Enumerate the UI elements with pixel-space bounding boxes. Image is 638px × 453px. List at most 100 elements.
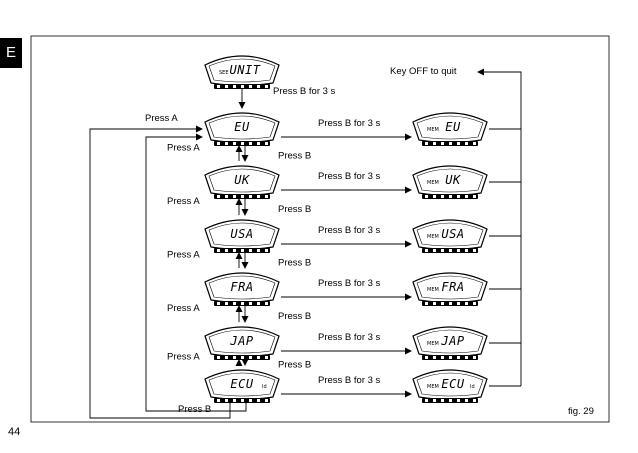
lcd-prefix: MEM: [427, 384, 439, 390]
lcd-segment: [457, 399, 460, 402]
lcd-segment: [265, 399, 268, 402]
lcd-segment: [465, 142, 468, 145]
label-press-a: Press A: [167, 250, 200, 261]
lcd-value: EU: [234, 120, 250, 134]
lcd-value: UK: [234, 173, 250, 187]
lcd-segment: [225, 302, 228, 305]
lcd-segment: [241, 356, 244, 359]
lcd-segment: [257, 85, 260, 88]
lcd-segment: [433, 195, 436, 198]
label-press-a: Press A: [167, 352, 200, 363]
lcd-segment: [457, 356, 460, 359]
lcd-segment: [257, 195, 260, 198]
lcd-segment: [473, 142, 476, 145]
label-press-b: Press B: [278, 311, 311, 322]
lcd-segment: [241, 399, 244, 402]
lcd-value: ECU: [441, 377, 464, 391]
lcd-prefix: SEE: [219, 70, 229, 76]
lcd-segment: [473, 302, 476, 305]
lcd-segment: [257, 302, 260, 305]
display-unit-4: JAP: [204, 326, 280, 360]
lcd-segment: [217, 85, 220, 88]
lcd-segment: [233, 142, 236, 145]
lcd-segment: [217, 302, 220, 305]
lcd-value: USA: [441, 227, 464, 241]
lcd-segment: [441, 399, 444, 402]
lcd-segment: [433, 249, 436, 252]
lcd-window: [208, 222, 276, 247]
label-press-b: Press B: [278, 151, 311, 162]
lcd-segment: [473, 356, 476, 359]
lcd-segment: [473, 249, 476, 252]
lcd-segment: [449, 249, 452, 252]
label-press-b-3s: Press B for 3 s: [318, 225, 381, 236]
lcd-segment: [449, 142, 452, 145]
lcd-segment: [257, 399, 260, 402]
label-press-b-loop: Press B: [178, 404, 211, 415]
lcd-segment: [233, 356, 236, 359]
lcd-segment: [449, 356, 452, 359]
lcd-segment: [249, 142, 252, 145]
display-unit-3: FRA: [204, 272, 280, 306]
lcd-segment: [265, 85, 268, 88]
label-press-a: Press A: [167, 196, 200, 207]
lcd-window: [416, 275, 484, 300]
lcd-segment: [441, 249, 444, 252]
lcd-segment: [473, 195, 476, 198]
figure-frame: [30, 35, 610, 423]
label-press-b: Press B: [278, 204, 311, 215]
lcd-segment: [233, 302, 236, 305]
lcd-window: [416, 115, 484, 140]
lcd-segment: [249, 195, 252, 198]
lcd-segment: [449, 302, 452, 305]
label-press-b-3s: Press B for 3 s: [318, 375, 381, 386]
lcd-window: [416, 372, 484, 397]
loop-press-a: [89, 125, 231, 419]
lcd-window: [208, 275, 276, 300]
lcd-segment: [241, 142, 244, 145]
lcd-segment: [433, 142, 436, 145]
lcd-suffix: Id: [470, 384, 475, 390]
lcd-prefix: MEM: [427, 287, 439, 293]
label-press-b-3s: Press B for 3 s: [318, 278, 381, 289]
lcd-segment: [425, 142, 428, 145]
display-unit-1: UK: [204, 165, 280, 199]
lcd-segment: [233, 195, 236, 198]
lcd-prefix: MEM: [427, 180, 439, 186]
lcd-window: [416, 329, 484, 354]
lcd-prefix: MEM: [427, 127, 439, 133]
lcd-segment: [241, 302, 244, 305]
lcd-segment: [449, 399, 452, 402]
lcd-segment: [225, 249, 228, 252]
lcd-segment: [249, 85, 252, 88]
lcd-value: UK: [445, 173, 461, 187]
lcd-segment: [265, 302, 268, 305]
label-press-b-3s-top: Press B for 3 s: [273, 86, 336, 97]
label-press-b-3s: Press B for 3 s: [318, 171, 381, 182]
label-press-b: Press B: [278, 360, 311, 371]
display-unit-0: EU: [204, 112, 280, 146]
lcd-segment: [257, 142, 260, 145]
lcd-segment: [217, 142, 220, 145]
lcd-value: EU: [445, 120, 461, 134]
lcd-window: [208, 115, 276, 140]
lcd-segment: [249, 249, 252, 252]
label-press-b-3s: Press B for 3 s: [318, 332, 381, 343]
lcd-segment: [441, 195, 444, 198]
lcd-segment: [241, 249, 244, 252]
loop-press-b: [145, 133, 247, 412]
lcd-segment: [265, 249, 268, 252]
lcd-segment: [433, 399, 436, 402]
figure-caption: fig. 29: [568, 406, 594, 417]
lcd-segment: [465, 302, 468, 305]
lcd-segment: [465, 249, 468, 252]
arrow-key-off: [477, 68, 522, 386]
lcd-segment: [457, 142, 460, 145]
